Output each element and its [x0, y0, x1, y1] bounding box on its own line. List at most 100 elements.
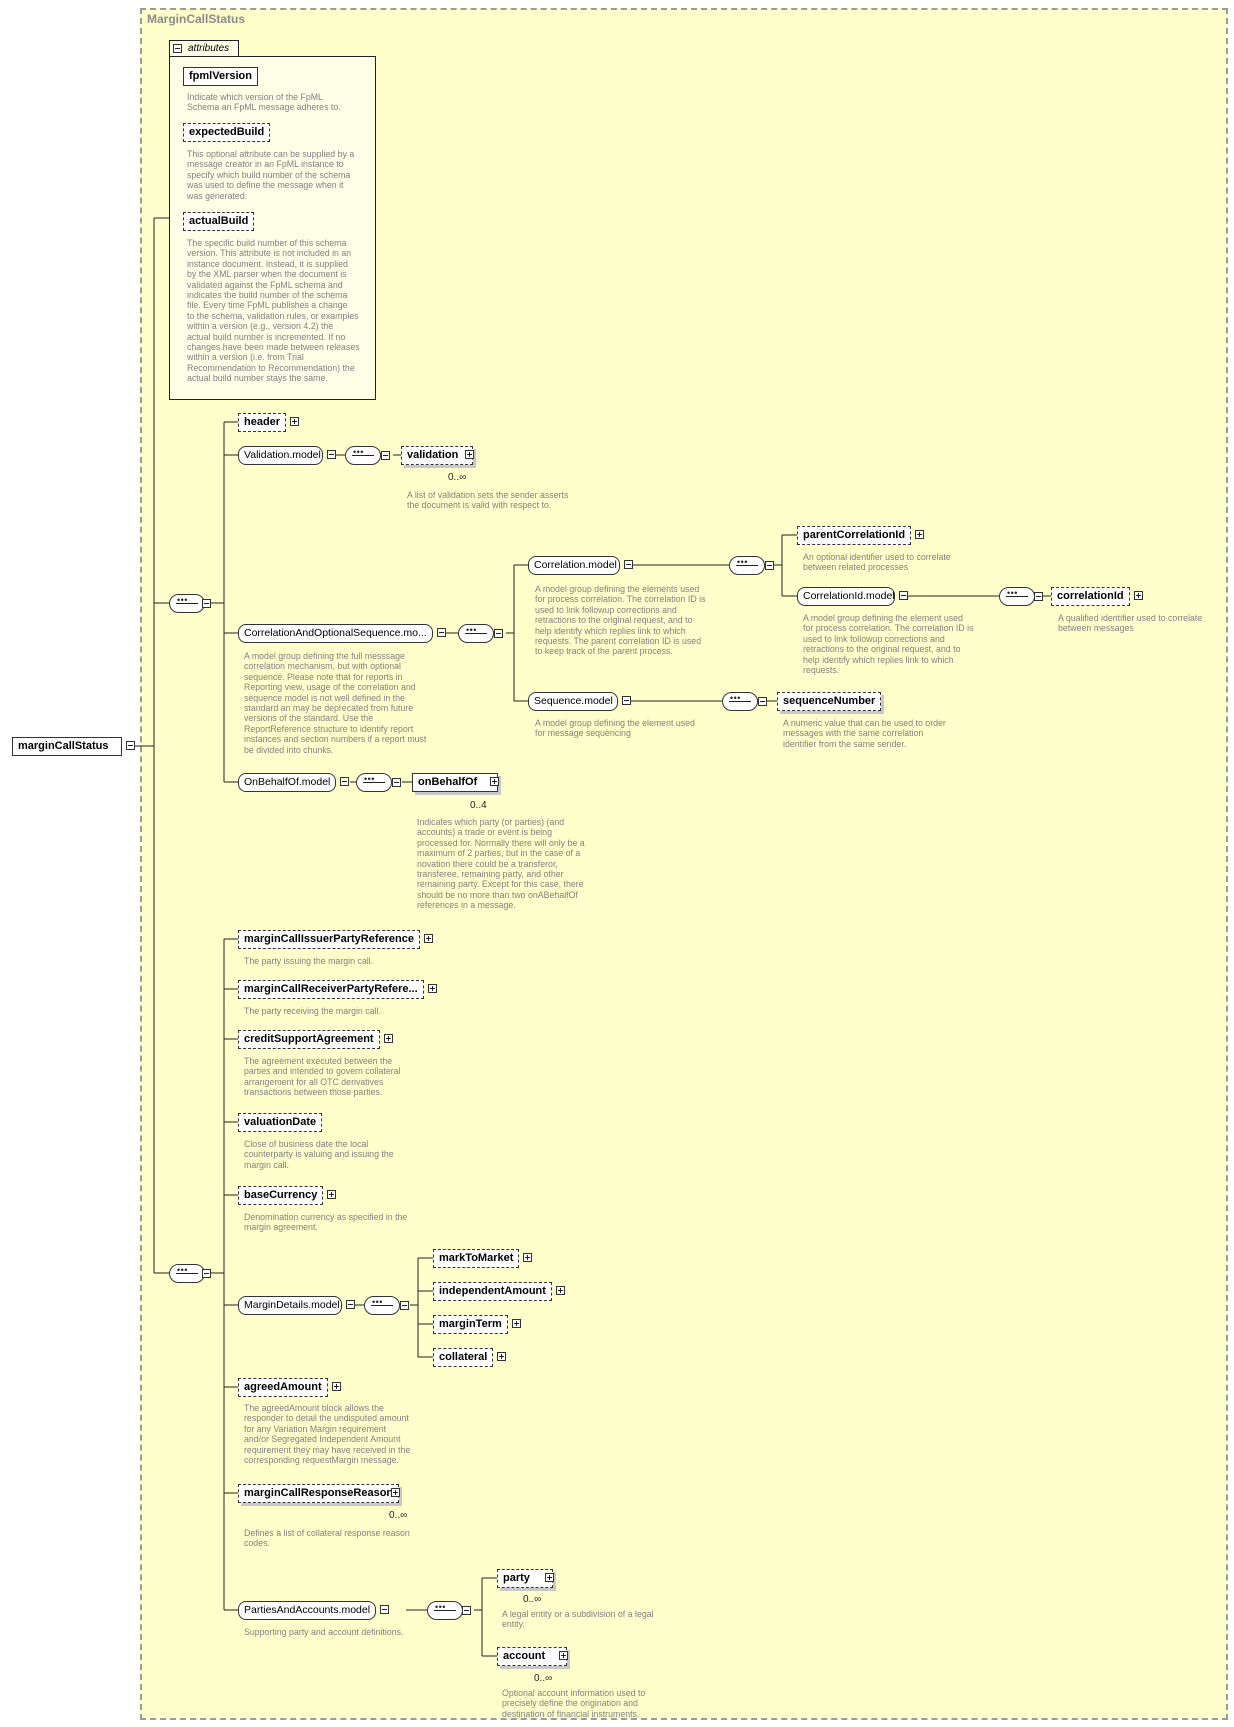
- sequence-compositor[interactable]: [999, 587, 1035, 606]
- attribute-actualbuild-desc: The specific build number of this schema…: [187, 238, 360, 384]
- element-on-behalf-of[interactable]: onBehalfOf: [412, 773, 499, 792]
- choice-compositor[interactable]: [364, 1296, 400, 1315]
- sequence-compositor[interactable]: [169, 1264, 205, 1283]
- element-margin-call-response-reason[interactable]: marginCallResponseReason: [238, 1484, 401, 1503]
- expand-icon[interactable]: [490, 777, 499, 786]
- element-on-behalf-of-desc: Indicates which party (or parties) (and …: [417, 817, 585, 911]
- expand-icon[interactable]: [331, 1382, 341, 1391]
- element-label: marginCallIssuerPartyReference: [244, 933, 414, 945]
- element-account[interactable]: account: [497, 1647, 568, 1666]
- attribute-fpmlversion[interactable]: fpmlVersion: [183, 67, 258, 86]
- collapse-icon[interactable]: [202, 599, 211, 608]
- expand-icon[interactable]: [523, 1253, 533, 1262]
- element-margin-call-receiver-party-reference[interactable]: marginCallReceiverPartyRefere...: [238, 980, 437, 999]
- expand-icon[interactable]: [559, 1651, 568, 1660]
- element-base-currency[interactable]: baseCurrency: [238, 1186, 337, 1205]
- element-valuation-date[interactable]: valuationDate: [238, 1113, 323, 1132]
- root-element-node[interactable]: marginCallStatus: [12, 737, 135, 756]
- collapse-icon[interactable]: [126, 741, 135, 750]
- collapse-icon[interactable]: [1034, 592, 1043, 601]
- attribute-label: fpmlVersion: [189, 70, 252, 82]
- element-label: account: [503, 1650, 546, 1662]
- element-csa-desc: The agreement executed between the parti…: [244, 1056, 401, 1098]
- element-account-desc: Optional account information used to pre…: [502, 1688, 646, 1719]
- collapse-icon[interactable]: [758, 697, 767, 706]
- group-on-behalf-of-model[interactable]: OnBehalfOf.model: [238, 773, 349, 792]
- element-label: marginTerm: [439, 1318, 502, 1330]
- sequence-compositor[interactable]: [345, 446, 381, 465]
- collapse-icon[interactable]: [624, 560, 633, 569]
- group-correlation-and-optional-sequence[interactable]: CorrelationAndOptionalSequence.mo...: [238, 624, 446, 643]
- element-validation[interactable]: validation: [401, 446, 474, 465]
- cardinality: 0..∞: [523, 1594, 542, 1605]
- group-correlation-id-model[interactable]: CorrelationId.model: [797, 587, 908, 606]
- expand-icon[interactable]: [391, 1488, 401, 1497]
- element-label: valuationDate: [244, 1116, 317, 1128]
- collapse-icon[interactable]: [400, 1301, 409, 1310]
- group-sequence-model[interactable]: Sequence.model: [528, 692, 631, 711]
- sequence-compositor[interactable]: [729, 556, 765, 575]
- group-parties-and-accounts-model[interactable]: PartiesAndAccounts.model: [238, 1601, 389, 1620]
- collapse-icon[interactable]: [340, 777, 349, 786]
- expand-icon[interactable]: [555, 1286, 565, 1295]
- element-agreed-amount[interactable]: agreedAmount: [238, 1378, 341, 1397]
- group-correlation-model[interactable]: Correlation.model: [528, 556, 633, 575]
- element-sequence-number[interactable]: sequenceNumber: [777, 692, 882, 711]
- expand-icon[interactable]: [465, 450, 474, 459]
- cardinality: 0..4: [470, 800, 487, 811]
- attributes-tab[interactable]: attributes: [169, 40, 239, 57]
- element-agreed-amount-desc: The agreedAmount block allows the respon…: [244, 1403, 411, 1466]
- collapse-icon[interactable]: [494, 629, 503, 638]
- sequence-compositor[interactable]: [458, 624, 494, 643]
- group-margin-details-model[interactable]: MarginDetails.model: [238, 1296, 355, 1315]
- element-label: collateral: [439, 1351, 488, 1363]
- collapse-icon[interactable]: [622, 696, 631, 705]
- collapse-icon[interactable]: [173, 44, 182, 53]
- expand-icon[interactable]: [383, 1034, 393, 1043]
- expand-icon[interactable]: [423, 934, 433, 943]
- element-party[interactable]: party: [497, 1569, 554, 1588]
- expand-icon[interactable]: [915, 530, 925, 539]
- expand-icon[interactable]: [545, 1573, 554, 1582]
- collapse-icon[interactable]: [392, 778, 401, 787]
- collapse-icon[interactable]: [380, 1605, 389, 1614]
- collapse-icon[interactable]: [899, 591, 908, 600]
- element-margin-call-issuer-party-reference[interactable]: marginCallIssuerPartyReference: [238, 930, 433, 949]
- element-collateral[interactable]: collateral: [433, 1348, 507, 1367]
- attribute-label: expectedBuild: [189, 126, 265, 138]
- collapse-icon[interactable]: [346, 1300, 355, 1309]
- expand-icon[interactable]: [427, 984, 437, 993]
- element-label: markToMarket: [439, 1252, 514, 1264]
- element-mark-to-market[interactable]: markToMarket: [433, 1249, 533, 1268]
- element-margin-term[interactable]: marginTerm: [433, 1315, 521, 1334]
- collapse-icon[interactable]: [765, 561, 774, 570]
- collapse-icon[interactable]: [327, 450, 336, 459]
- element-label: validation: [407, 449, 459, 461]
- element-label: marginCallResponseReason: [244, 1487, 394, 1499]
- collapse-icon[interactable]: [381, 451, 390, 460]
- expand-icon[interactable]: [290, 417, 300, 426]
- expand-icon[interactable]: [1133, 591, 1143, 600]
- collapse-icon[interactable]: [202, 1269, 211, 1278]
- element-header[interactable]: header: [238, 413, 300, 432]
- sequence-compositor[interactable]: [169, 594, 205, 613]
- collapse-icon[interactable]: [462, 1606, 471, 1615]
- sequence-compositor[interactable]: [356, 773, 392, 792]
- expand-icon[interactable]: [497, 1352, 507, 1361]
- expand-icon[interactable]: [511, 1319, 521, 1328]
- attribute-actualbuild[interactable]: actualBuild: [183, 212, 255, 231]
- collapse-icon[interactable]: [437, 628, 446, 637]
- sequence-compositor[interactable]: [722, 692, 758, 711]
- expand-icon[interactable]: [327, 1190, 337, 1199]
- element-credit-support-agreement[interactable]: creditSupportAgreement: [238, 1030, 393, 1049]
- element-label: header: [244, 416, 281, 428]
- element-correlation-id[interactable]: correlationId: [1051, 587, 1143, 606]
- element-parent-correlation-id[interactable]: parentCorrelationId: [797, 526, 925, 545]
- element-independent-amount[interactable]: independentAmount: [433, 1282, 565, 1301]
- element-issuer-desc: The party issuing the margin call.: [244, 956, 374, 966]
- element-label: creditSupportAgreement: [244, 1033, 374, 1045]
- group-validation-model[interactable]: Validation.model: [238, 446, 336, 465]
- sequence-compositor[interactable]: [427, 1601, 463, 1620]
- attribute-expectedbuild[interactable]: expectedBuild: [183, 123, 271, 142]
- group-label: Correlation.model: [534, 559, 617, 571]
